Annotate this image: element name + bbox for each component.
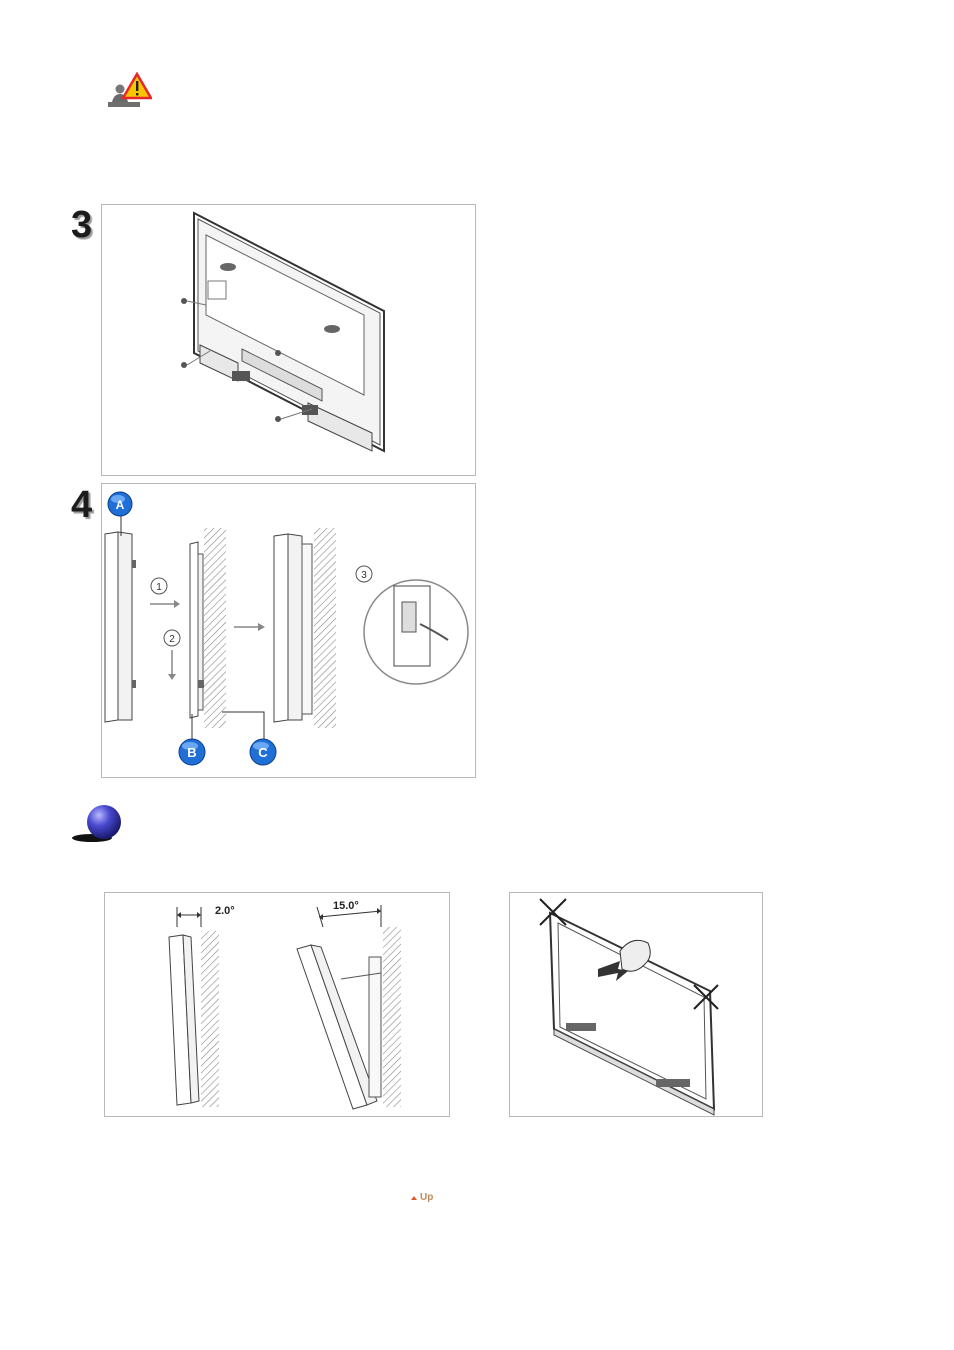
callout-c-label: C: [258, 745, 268, 760]
up-arrow-icon: [411, 1196, 417, 1200]
up-link-label: Up: [420, 1192, 433, 1203]
step-number-3: 3: [71, 206, 92, 244]
step-4-illustration-frame: 1 2 3: [101, 483, 476, 778]
tv-back-panel-illustration: [102, 205, 475, 475]
tilt-angle-small-label: 2.0°: [215, 905, 235, 917]
tilt-angle-large-label: 15.0°: [333, 900, 359, 912]
blue-sphere-note-icon: [70, 802, 124, 844]
callout-b-label: B: [187, 745, 196, 760]
callout-a-label: A: [116, 498, 125, 512]
warning-icon: [106, 72, 152, 110]
callout-b-badge: B: [178, 738, 206, 766]
wall-mount-sequence-illustration: 1 2 3: [102, 484, 475, 777]
step-3-illustration-frame: [101, 204, 476, 476]
callout-c-badge: C: [249, 738, 277, 766]
tilt-angle-illustration: 2.0° 15.0°: [105, 893, 449, 1116]
do-not-grip-corners-illustration: [510, 893, 762, 1116]
tilt-angle-figure-frame: 2.0° 15.0°: [104, 892, 450, 1117]
substep-1-label: 1: [156, 582, 162, 593]
up-link[interactable]: Up: [411, 1192, 433, 1203]
substep-2-label: 2: [169, 634, 175, 645]
handling-figure-frame: [509, 892, 763, 1117]
step-number-4: 4: [71, 486, 92, 524]
substep-3-label: 3: [361, 570, 367, 581]
callout-a-badge: A: [107, 491, 133, 517]
